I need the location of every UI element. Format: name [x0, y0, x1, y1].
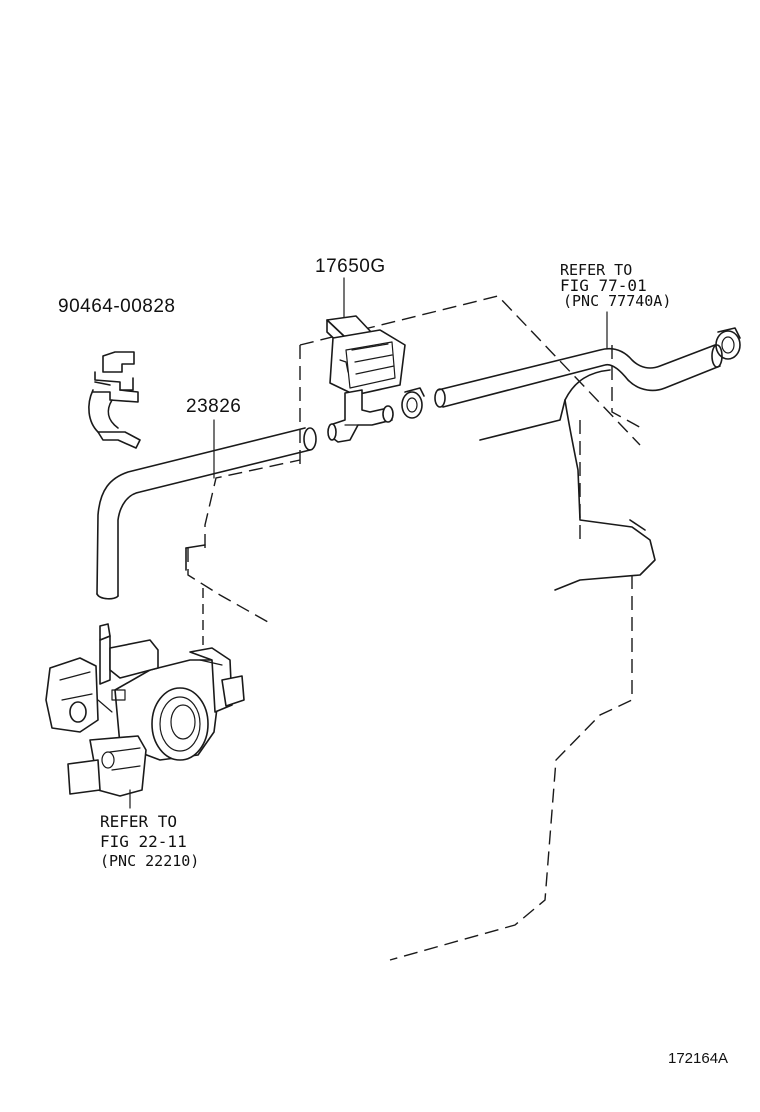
hose-23826: [96, 419, 317, 600]
part-number-vsv: 17650G: [315, 256, 386, 277]
part-number-clamp: 90464-00828: [58, 296, 176, 317]
throttle-body: [45, 623, 245, 809]
refer-top-line1: REFER TO: [560, 261, 632, 279]
refer-top-line2: FIG 77-01: [560, 276, 647, 295]
refer-bottom-line3: (PNC 22210): [100, 852, 199, 870]
refer-bottom-line1: REFER TO: [100, 812, 177, 831]
small-clamp-2: [715, 327, 741, 360]
part-number-hose: 23826: [186, 396, 241, 417]
vsv-part: [326, 277, 406, 443]
refer-top-line3: (PNC 77740A): [563, 292, 671, 310]
hose-right: [434, 311, 723, 408]
engine-body: [185, 369, 656, 591]
figure-code: 172164A: [668, 1050, 728, 1067]
clamp-part: [88, 351, 141, 449]
small-clamp-1: [401, 387, 425, 419]
refer-bottom-line2: FIG 22-11: [100, 832, 187, 851]
